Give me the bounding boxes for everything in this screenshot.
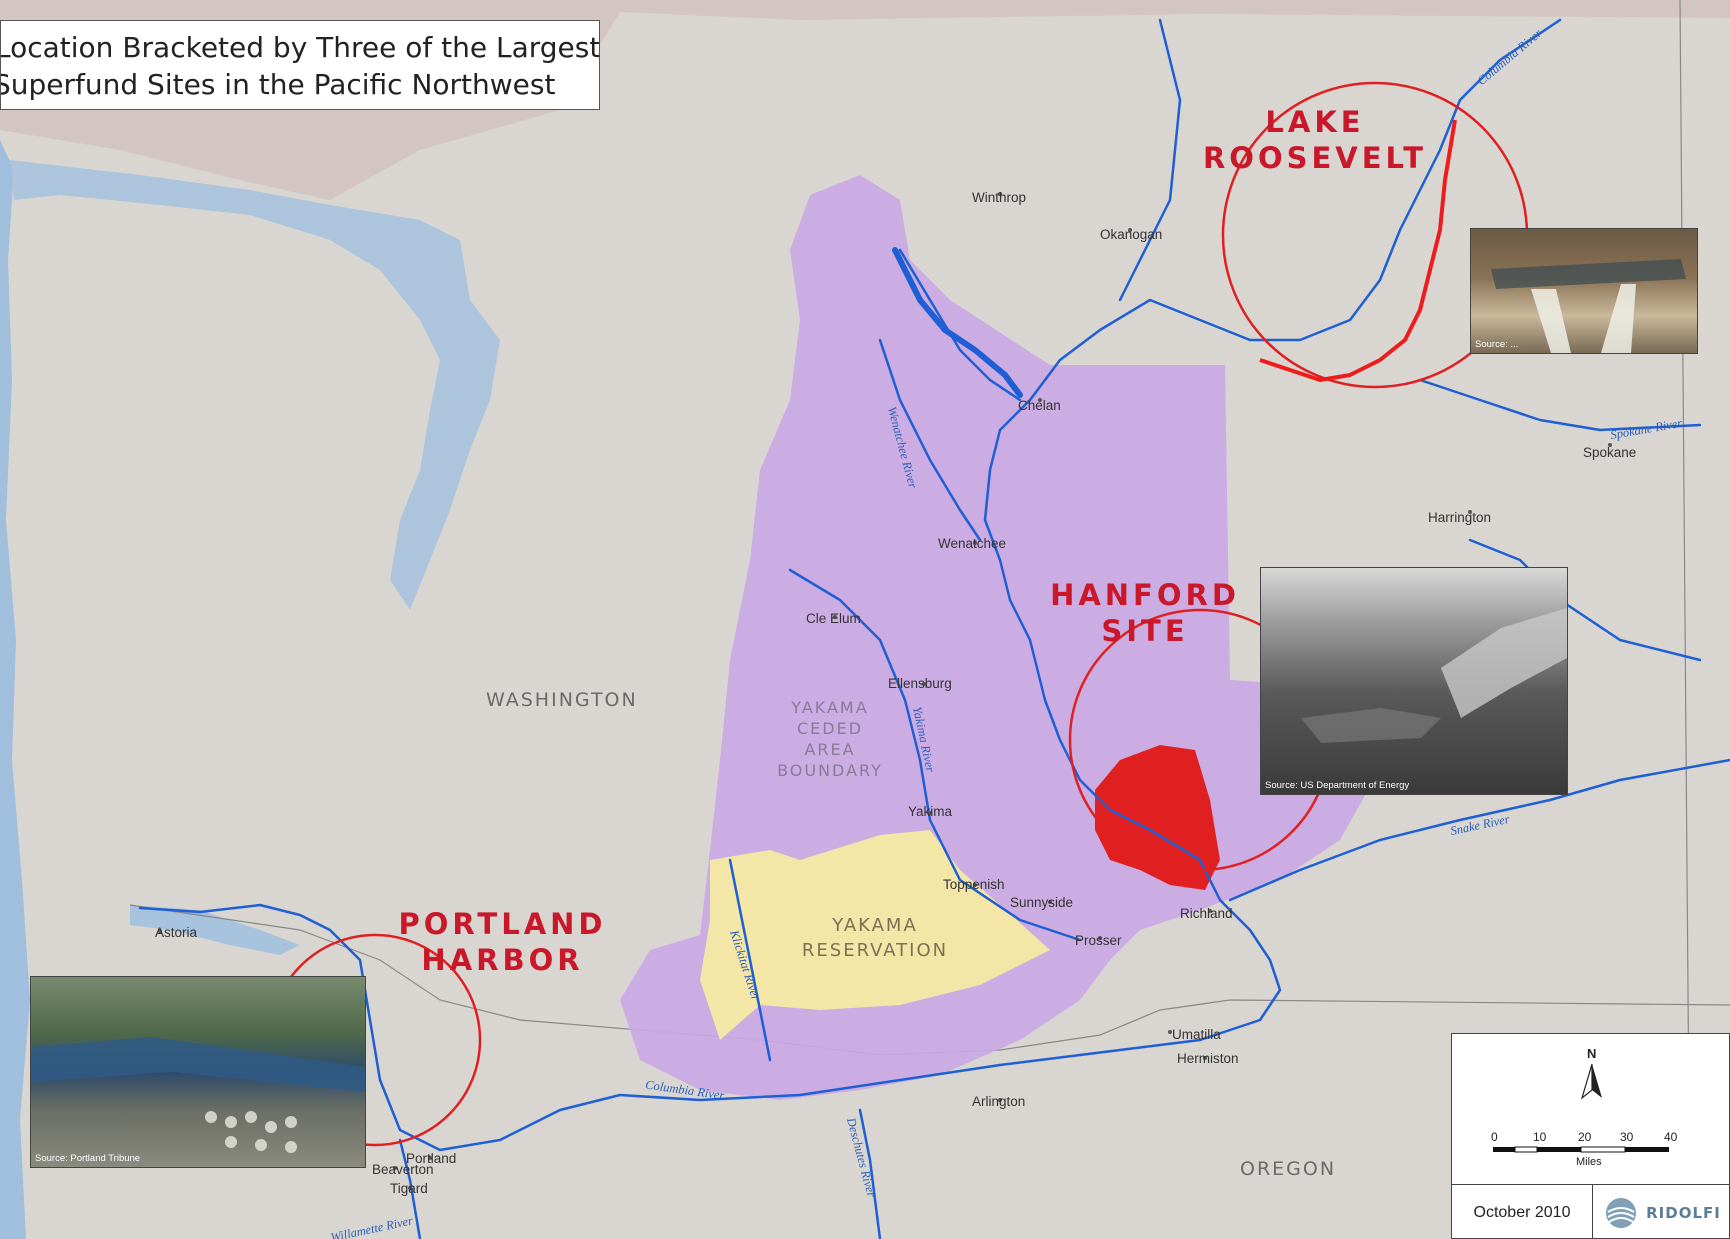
reservation-line-1: YAKAMA — [832, 915, 918, 936]
ceded-area-line-4: BOUNDARY — [777, 761, 883, 780]
scale-tick-10: 10 — [1533, 1130, 1547, 1144]
legend-footer: October 2010 RIDOLFI — [1452, 1184, 1729, 1239]
ceded-area-line-2: CEDED — [796, 719, 864, 738]
city-umatilla: Umatilla — [1172, 1027, 1221, 1042]
hanford-line-2: SITE — [1101, 614, 1189, 648]
city-ellensburg: Ellensburg — [888, 676, 952, 691]
map-date: October 2010 — [1452, 1185, 1593, 1239]
scale-panel: N 0 10 20 30 40 Miles — [1452, 1034, 1729, 1184]
ridolfi-logo-text: RIDOLFI — [1646, 1204, 1721, 1222]
portland-harbor-line-1: PORTLAND — [398, 907, 607, 941]
hanford-photo-image — [1301, 608, 1567, 743]
lake-roosevelt-line-1: LAKE — [1265, 105, 1365, 139]
north-arrow-icon — [1580, 1063, 1602, 1100]
ceded-area-line-3: AREA — [804, 740, 856, 759]
portland-harbor-photo-image — [31, 1037, 365, 1153]
city-portland: Portland — [406, 1151, 457, 1166]
hanford-photo-source: Source: US Department of Energy — [1265, 780, 1410, 791]
scale-tick-0: 0 — [1491, 1130, 1498, 1144]
ridolfi-logo-icon — [1606, 1198, 1637, 1228]
scale-tick-20: 20 — [1578, 1130, 1592, 1144]
city-okanogan: Okanogan — [1100, 227, 1163, 242]
city-beaverton: Beaverton — [372, 1162, 434, 1177]
city-richland: Richland — [1180, 906, 1233, 921]
reservation-line-2: RESERVATION — [801, 940, 949, 961]
city-winthrop: Winthrop — [972, 190, 1027, 205]
city-chelan: Chelan — [1018, 398, 1061, 413]
portland-harbor-photo-source: Source: Portland Tribune — [35, 1153, 141, 1164]
scale-tick-30: 30 — [1620, 1130, 1634, 1144]
city-arlington: Arlington — [972, 1094, 1026, 1109]
north-label: N — [1587, 1046, 1597, 1061]
city-harrington: Harrington — [1428, 510, 1492, 525]
map-legend: N 0 10 20 30 40 Miles October 2010 — [1451, 1033, 1730, 1239]
ridolfi-logo[interactable]: RIDOLFI — [1594, 1185, 1730, 1239]
state-label-washington: WASHINGTON — [486, 689, 638, 711]
pacific-ocean — [0, 140, 30, 1239]
city-astoria: Astoria — [155, 925, 198, 940]
city-wenatchee: Wenatchee — [938, 536, 1007, 551]
scale-tick-40: 40 — [1664, 1130, 1678, 1144]
state-label-oregon: OREGON — [1240, 1158, 1337, 1180]
city-tigard: Tigard — [390, 1181, 428, 1196]
city-sunnyside: Sunnyside — [1010, 895, 1074, 910]
city-prosser: Prosser — [1075, 933, 1122, 948]
site-label-portland-harbor[interactable]: PORTLAND HARBOR — [395, 906, 610, 978]
portland-harbor-line-2: HARBOR — [421, 943, 584, 977]
city-yakima: Yakima — [908, 804, 953, 819]
city-cle-elum: Cle Elum — [806, 611, 861, 626]
hanford-line-1: HANFORD — [1050, 578, 1240, 612]
city-spokane: Spokane — [1583, 445, 1637, 460]
title-line-2: Superfund Sites in the Pacific Northwest — [0, 68, 556, 101]
scale-bar — [1493, 1146, 1669, 1153]
lake-roosevelt-photo-source: Source: ... — [1475, 339, 1519, 350]
scale-unit: Miles — [1576, 1156, 1602, 1168]
map-title: Location Bracketed by Three of the Large… — [0, 20, 600, 110]
site-label-lake-roosevelt[interactable]: LAKE ROOSEVELT — [1200, 104, 1430, 176]
ceded-area-label: YAKAMA CEDED AREA BOUNDARY — [770, 697, 890, 781]
portland-harbor-photo[interactable]: Source: Portland Tribune — [30, 976, 366, 1168]
title-line-1: Location Bracketed by Three of the Large… — [0, 31, 600, 64]
hanford-photo[interactable]: Source: US Department of Energy — [1260, 567, 1568, 795]
lake-roosevelt-highlight — [1259, 119, 1457, 382]
reservation-label: YAKAMA RESERVATION — [790, 913, 960, 963]
ceded-area-line-1: YAKAMA — [791, 698, 869, 717]
city-hermiston: Hermiston — [1177, 1051, 1239, 1066]
city-toppenish: Toppenish — [943, 877, 1005, 892]
lake-roosevelt-photo-image — [1491, 259, 1686, 353]
lake-roosevelt-photo[interactable]: Source: ... — [1470, 228, 1698, 354]
site-label-hanford[interactable]: HANFORD SITE — [1040, 577, 1250, 649]
lake-roosevelt-line-2: ROOSEVELT — [1202, 141, 1428, 175]
